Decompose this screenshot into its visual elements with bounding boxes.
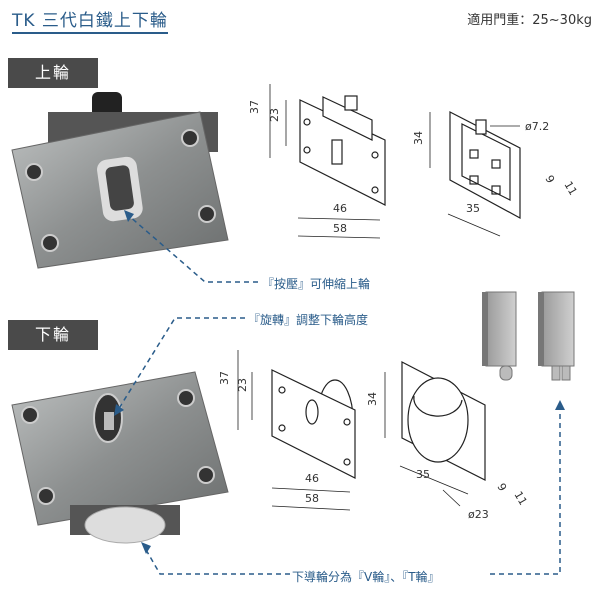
dim-bottom-left-23: 23: [236, 378, 249, 392]
top-right-drawing: [429, 111, 521, 237]
wheel-types-note: 下導輪分為『V輪』、『T輪』: [292, 570, 440, 584]
bottom-left-drawing: [237, 350, 356, 511]
dim-bottom-right-35: 35: [416, 468, 430, 481]
t-wheel-view: [538, 291, 575, 381]
top-roller-photo: [11, 92, 229, 269]
dim-top-right-9: 9: [542, 173, 557, 186]
bottom-roller-photo: [11, 371, 229, 544]
dim-bottom-right-phi: ø23: [468, 508, 489, 521]
callout-arrowheads: [114, 210, 565, 554]
dim-top-right-35: 35: [466, 202, 480, 215]
rotate-note: 『旋轉』調整下輪高度: [248, 313, 369, 327]
dim-bottom-left-58: 58: [305, 492, 319, 505]
dim-bottom-left-46: 46: [305, 472, 319, 485]
callout-arrows: [117, 214, 561, 575]
dim-top-left-46: 46: [333, 202, 347, 215]
dim-top-right-phi: ø7.2: [525, 120, 549, 133]
v-wheel-view: [482, 291, 517, 381]
bottom-right-drawing: [384, 361, 486, 495]
dim-top-right-34: 34: [412, 131, 425, 145]
dim-top-left-58: 58: [333, 222, 347, 235]
page-title: TK 三代白鐵上下輪: [12, 6, 168, 34]
top-roller-label: 上輪: [8, 58, 98, 88]
dim-bottom-right-9: 9: [494, 481, 509, 494]
dim-top-right-11: 11: [561, 179, 579, 198]
bottom-roller-label: 下輪: [8, 320, 98, 350]
dim-bottom-left-37: 37: [218, 371, 231, 385]
press-note: 『按壓』可伸縮上輪: [262, 277, 371, 291]
dim-bottom-right-11: 11: [511, 489, 529, 508]
door-weight-spec: 適用門重：25~30kg: [467, 13, 592, 28]
top-left-drawing: [269, 84, 386, 239]
dim-top-left-37: 37: [248, 100, 261, 114]
dim-top-left-23: 23: [268, 108, 281, 122]
dim-bottom-right-34: 34: [366, 392, 379, 406]
